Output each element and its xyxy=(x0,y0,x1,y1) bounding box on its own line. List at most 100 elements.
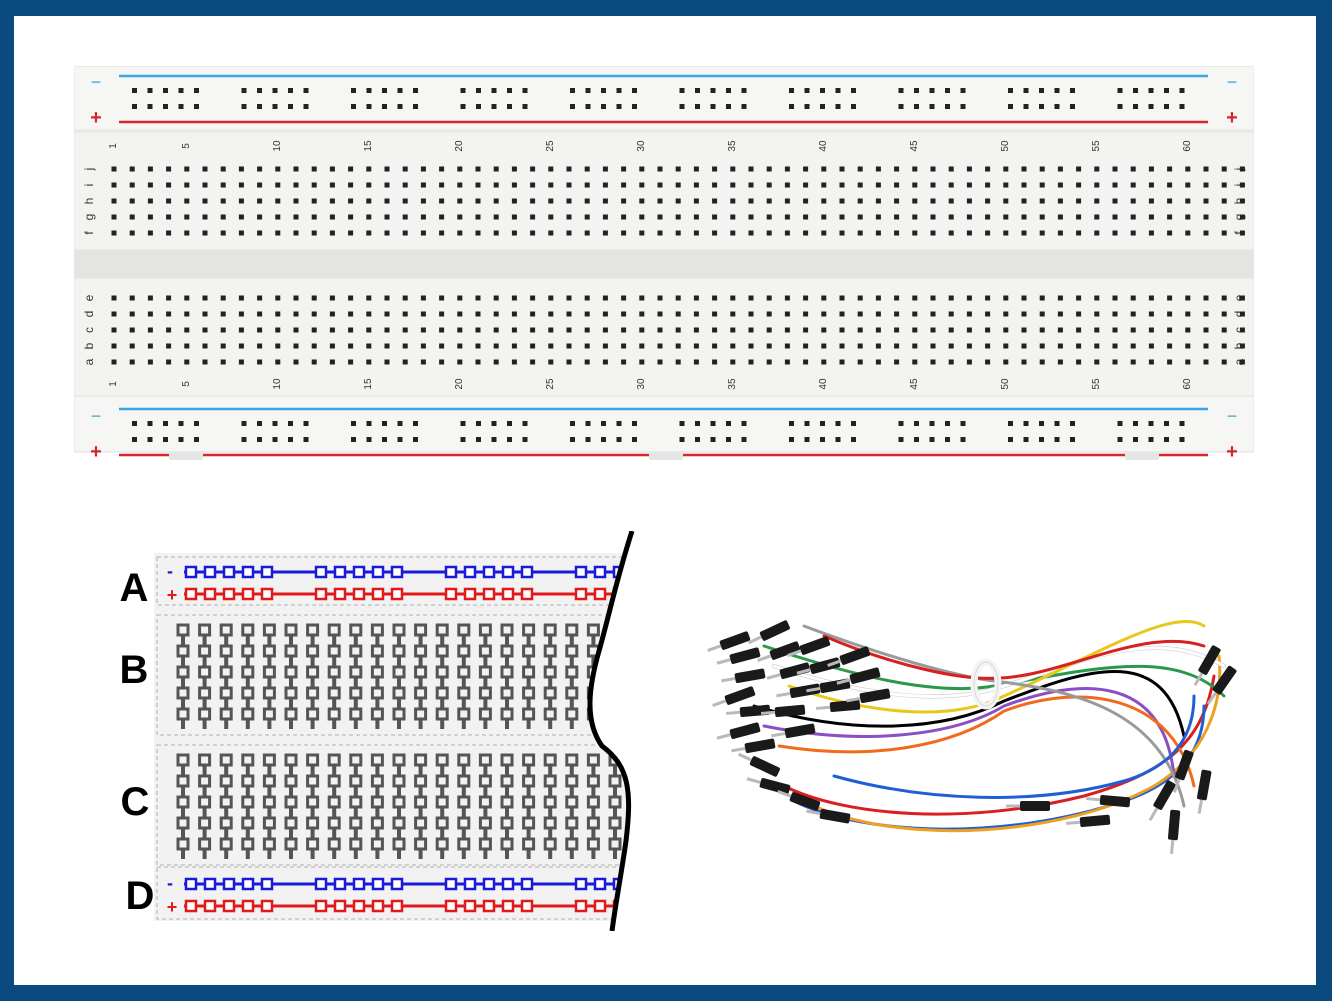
strip-hole xyxy=(198,686,212,700)
terminal-hole xyxy=(657,311,663,317)
connector-housing xyxy=(724,686,756,705)
strip-hole xyxy=(392,686,406,700)
connector-pin xyxy=(1085,797,1101,802)
terminal-hole xyxy=(420,230,426,236)
strip-hole xyxy=(586,795,600,809)
strip-hole xyxy=(457,686,471,700)
strip-hole xyxy=(198,837,212,851)
strip-hole xyxy=(392,623,406,637)
terminal-hole xyxy=(1203,166,1209,172)
rail-hole xyxy=(491,421,497,426)
terminal-hole xyxy=(1239,359,1245,365)
terminal-hole xyxy=(693,198,699,204)
terminal-hole xyxy=(220,166,226,172)
rail-hole xyxy=(194,88,199,93)
rail-hole xyxy=(851,88,856,93)
schematic-rail-hole xyxy=(501,899,515,913)
terminal-hole xyxy=(384,343,390,349)
terminal-hole xyxy=(1003,214,1009,220)
connector-housing xyxy=(799,636,831,655)
terminal-hole xyxy=(548,311,554,317)
column-number: 30 xyxy=(636,140,647,152)
schematic-rail-hole xyxy=(463,587,477,601)
rail-hole xyxy=(272,104,278,109)
terminal-hole xyxy=(275,166,281,172)
terminal-hole xyxy=(930,359,936,365)
terminal-hole xyxy=(111,311,117,317)
terminal-hole xyxy=(766,327,772,333)
rail-hole xyxy=(1023,88,1029,93)
terminal-hole xyxy=(238,230,244,236)
terminal-hole xyxy=(730,295,736,301)
strip-hole xyxy=(414,644,428,658)
terminal-hole xyxy=(839,198,845,204)
terminal-hole xyxy=(784,311,790,317)
terminal-hole xyxy=(384,327,390,333)
terminal-hole xyxy=(712,311,718,317)
terminal-hole xyxy=(1057,311,1063,317)
terminal-hole xyxy=(584,359,590,365)
terminal-hole xyxy=(566,327,572,333)
rail-hole xyxy=(257,437,262,442)
rail-hole xyxy=(820,437,825,442)
rail-hole xyxy=(132,421,137,426)
terminal-hole xyxy=(948,166,954,172)
strip-hole xyxy=(565,686,579,700)
terminal-hole xyxy=(730,214,736,220)
strip-hole xyxy=(608,665,622,679)
schematic-rail-hole xyxy=(593,899,607,913)
connector xyxy=(836,667,881,685)
schematic-rail-hole xyxy=(260,565,274,579)
strip-hole xyxy=(478,707,492,721)
rail-hole xyxy=(522,104,528,109)
strip-hole xyxy=(500,753,514,767)
connector-pin xyxy=(777,790,792,798)
strip-hole xyxy=(457,795,471,809)
connector-housing xyxy=(769,641,801,660)
connector xyxy=(1148,780,1176,821)
connector-housing xyxy=(1198,645,1221,675)
rail-hole xyxy=(632,437,637,442)
terminal-hole xyxy=(238,343,244,349)
lower-terminal-holes xyxy=(111,295,1245,365)
strip-hole xyxy=(284,837,298,851)
schematic-rail-hole xyxy=(482,565,496,579)
column-number: 20 xyxy=(454,140,465,152)
terminal-hole xyxy=(1185,198,1191,204)
schematic-rail-d-minus: - xyxy=(167,873,173,893)
connector-housing xyxy=(749,756,780,777)
schematic-rail-hole xyxy=(333,565,347,579)
rail-hole xyxy=(522,437,528,442)
terminal-hole xyxy=(166,166,172,172)
bottom-rail-minus-left: − xyxy=(91,406,102,426)
terminal-hole xyxy=(348,327,354,333)
terminal-hole xyxy=(766,295,772,301)
column-number: 5 xyxy=(181,143,192,149)
terminal-hole xyxy=(875,198,881,204)
strip-hole xyxy=(435,837,449,851)
terminal-hole xyxy=(839,359,845,365)
connector-housing xyxy=(819,808,851,824)
connector-pin xyxy=(716,733,731,740)
strip-hole xyxy=(370,816,384,830)
rail-hole xyxy=(1070,88,1075,93)
strip-hole xyxy=(306,753,320,767)
strip-hole xyxy=(349,665,363,679)
terminal-hole xyxy=(1148,359,1154,365)
rail-hole xyxy=(741,421,747,426)
terminal-hole xyxy=(875,295,881,301)
terminal-hole xyxy=(821,166,827,172)
rail-hole xyxy=(914,104,919,109)
terminal-hole xyxy=(693,327,699,333)
schematic-rail-hole xyxy=(184,877,198,891)
rail-hole xyxy=(1023,437,1029,442)
rail-hole xyxy=(601,437,606,442)
rail-hole xyxy=(789,437,794,442)
strip-hole xyxy=(608,837,622,851)
row-letter: j xyxy=(1232,168,1246,172)
strip-hole xyxy=(327,774,341,788)
strip-hole xyxy=(198,665,212,679)
terminal-hole xyxy=(238,214,244,220)
terminal-hole xyxy=(657,327,663,333)
